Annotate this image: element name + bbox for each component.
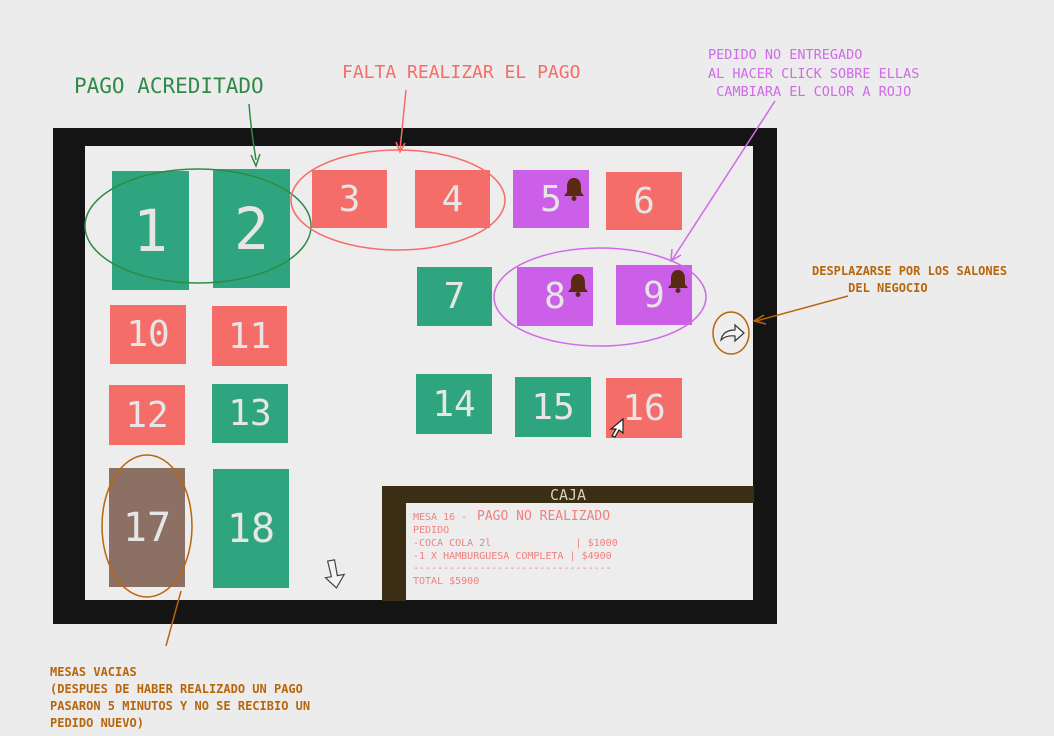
annotation-desplazarse: DESPLAZARSE POR LOS SALONES DEL NEGOCIO bbox=[812, 264, 1008, 295]
table-6[interactable]: 6 bbox=[606, 172, 682, 230]
table-13[interactable]: 13 bbox=[212, 384, 288, 443]
table-10[interactable]: 10 bbox=[110, 305, 186, 364]
caja-title: CAJA bbox=[549, 486, 587, 504]
bell-icon bbox=[568, 274, 588, 297]
receipt-separator: --------------------------------- bbox=[413, 563, 612, 574]
table-12[interactable]: 12 bbox=[109, 385, 185, 445]
annotation-pago-acreditado: PAGO ACREDITADO bbox=[74, 74, 264, 98]
curved-arrow-icon[interactable] bbox=[717, 318, 747, 348]
annotation-falta-pago: FALTA REALIZAR EL PAGO bbox=[342, 62, 581, 83]
table-7[interactable]: 7 bbox=[417, 267, 492, 326]
table-2[interactable]: 2 bbox=[213, 169, 290, 288]
table-number: 18 bbox=[226, 505, 276, 552]
receipt-header-status: PAGO NO REALIZADO bbox=[477, 509, 611, 524]
table-number: 10 bbox=[126, 314, 170, 355]
caja-header-bar bbox=[382, 486, 754, 503]
table-number: 4 bbox=[441, 178, 464, 220]
table-number: 14 bbox=[432, 383, 476, 425]
receipt-pedido-label: PEDIDO bbox=[413, 525, 450, 536]
mouse-pointer-icon bbox=[609, 417, 624, 438]
table-number: 1 bbox=[133, 196, 168, 265]
bell-icon bbox=[668, 270, 688, 293]
receipt-item: -1 X HAMBURGUESA COMPLETA | $4900 bbox=[413, 551, 612, 562]
receipt-total: TOTAL $5900 bbox=[413, 576, 480, 587]
table-1[interactable]: 1 bbox=[112, 171, 189, 290]
table-4[interactable]: 4 bbox=[415, 170, 490, 228]
bell-icon bbox=[564, 178, 584, 201]
table-number: 13 bbox=[228, 393, 272, 434]
annotation-mesas-vacias: MESAS VACIAS (DESPUES DE HABER REALIZADO… bbox=[50, 665, 311, 730]
receipt-item: -COCA COLA 2l | $1000 bbox=[413, 538, 618, 549]
table-number: 12 bbox=[125, 394, 169, 436]
table-18[interactable]: 18 bbox=[213, 469, 289, 588]
table-number: 9 bbox=[643, 274, 665, 316]
table-16[interactable]: 16 bbox=[606, 378, 682, 438]
table-number: 7 bbox=[443, 276, 466, 317]
table-14[interactable]: 14 bbox=[416, 374, 492, 434]
table-number: 2 bbox=[234, 194, 269, 263]
table-3[interactable]: 3 bbox=[312, 170, 387, 228]
table-number: 8 bbox=[544, 276, 566, 317]
receipt-header-small: MESA 16 - bbox=[413, 512, 468, 523]
table-number: 17 bbox=[122, 504, 172, 551]
annotation-pedido-no-entregado: PEDIDO NO ENTREGADO AL HACER CLICK SOBRE… bbox=[708, 47, 920, 100]
table-number: 6 bbox=[633, 180, 655, 222]
table-number: 11 bbox=[227, 315, 272, 357]
table-number: 16 bbox=[622, 387, 666, 429]
caja-counter-post bbox=[382, 486, 406, 601]
table-11[interactable]: 11 bbox=[212, 306, 287, 366]
table-number: 15 bbox=[531, 386, 575, 428]
table-17[interactable]: 17 bbox=[109, 468, 185, 587]
down-arrow-icon[interactable] bbox=[322, 558, 348, 590]
table-15[interactable]: 15 bbox=[515, 377, 591, 437]
table-number: 3 bbox=[338, 178, 361, 220]
table-number: 5 bbox=[540, 178, 562, 220]
